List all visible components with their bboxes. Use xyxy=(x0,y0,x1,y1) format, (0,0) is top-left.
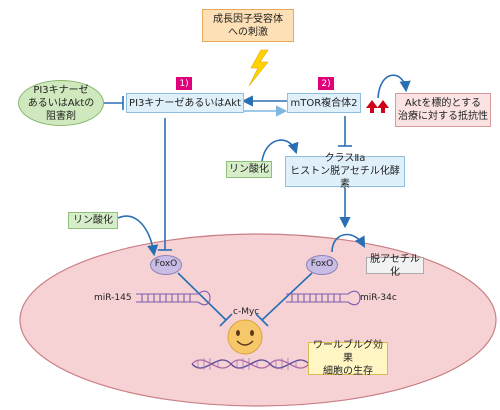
phosphorylation-label-1: リン酸化 xyxy=(226,161,272,178)
foxo-left-node: FoxO xyxy=(150,255,182,275)
mir34c-label: miR-34c xyxy=(360,293,397,303)
mir145-label: miR-145 xyxy=(94,293,132,303)
lightning-bolt-icon xyxy=(248,49,269,87)
deacetylation-box: 脱アセチル化 xyxy=(366,254,424,278)
dna-helix-icon xyxy=(191,358,310,370)
inhibitor-oval: PI3キナーゼ あるいはAktの 阻害剤 xyxy=(18,80,104,126)
cmyc-face-icon xyxy=(227,319,263,355)
foxo-right-cmyc-bar xyxy=(255,313,269,327)
pi3k-akt-box: PI3キナーゼあるいはAkt xyxy=(126,93,244,113)
mir145-hairpin-icon xyxy=(136,290,211,306)
step-2-badge: 2) xyxy=(318,77,334,90)
growth-factor-box: 成長因子受容体 への刺激 xyxy=(202,9,294,42)
cmyc-label: c-Myc xyxy=(233,307,260,317)
foxo-right-to-cmyc-line xyxy=(261,272,313,321)
phosphorylation-label-2: リン酸化 xyxy=(68,212,118,229)
phospho-foxo-curve-arrow xyxy=(117,215,159,257)
foxo-left-cmyc-bar xyxy=(219,313,233,327)
phospho-curve-arrow xyxy=(261,139,299,162)
cell-ellipse xyxy=(19,233,497,407)
mir34c-hairpin-icon xyxy=(286,290,361,306)
resistance-box: Aktを標的とする 治療に対する抵抗性 xyxy=(395,93,491,127)
deacetylation-curve-arrow xyxy=(331,233,366,253)
foxo-left-to-cmyc-line xyxy=(177,272,227,321)
warburg-box: ワールブルグ効果 細胞の生存 xyxy=(308,340,388,377)
hdac-box: クラスⅡa ヒストン脱アセチル化酵素 xyxy=(285,153,405,190)
foxo-right-node: FoxO xyxy=(306,255,338,275)
resistance-curve-arrow xyxy=(377,74,411,99)
step-1-badge: 1) xyxy=(176,77,192,90)
up-arrows-icon xyxy=(366,100,389,113)
mtorc2-box: mTOR複合体2 xyxy=(287,93,361,113)
